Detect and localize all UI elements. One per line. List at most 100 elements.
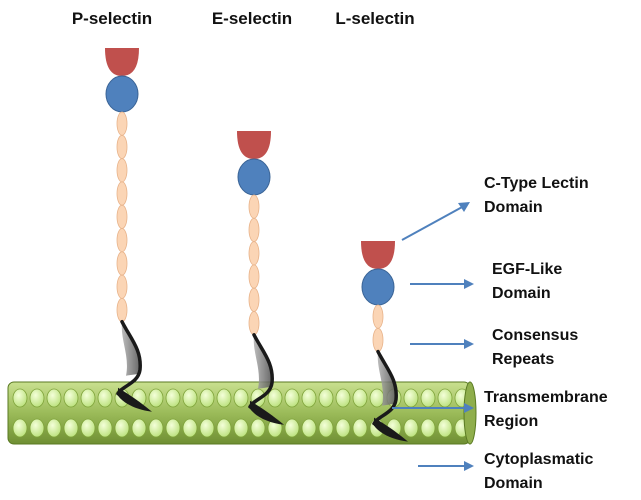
consensus-repeat xyxy=(116,228,128,253)
arrow-egf-head xyxy=(464,279,474,289)
lipid-head xyxy=(250,418,266,438)
lipid-head xyxy=(199,418,215,438)
lipid-head xyxy=(182,418,198,438)
lipid-head xyxy=(46,388,62,408)
title-l-selectin: L-selectin xyxy=(335,9,414,28)
annotation-arrows xyxy=(392,202,474,471)
lipid-head xyxy=(352,418,368,438)
lectin-domain xyxy=(237,131,271,159)
lipid-head xyxy=(352,388,368,408)
consensus-repeat xyxy=(116,111,128,136)
transmembrane-region xyxy=(253,334,273,389)
lipid-head xyxy=(63,418,79,438)
lipid-head xyxy=(267,388,283,408)
lipid-head xyxy=(216,388,232,408)
label-lectin-line1: C-Type Lectin xyxy=(484,175,589,192)
lipid-head xyxy=(80,388,96,408)
lipid-head xyxy=(301,388,317,408)
lipid-head xyxy=(199,388,215,408)
cytoplasmatic-domain xyxy=(118,387,152,412)
arrow-lectin-head xyxy=(458,202,470,212)
lipid-head xyxy=(114,418,130,438)
transmembrane-strand xyxy=(116,319,142,396)
consensus-repeat xyxy=(248,194,260,219)
transmembrane-strand xyxy=(372,349,398,426)
cell-membrane xyxy=(7,381,477,445)
lipid-head xyxy=(131,418,147,438)
membrane-end-cap xyxy=(463,381,477,445)
selectin-e-selectin xyxy=(237,131,284,425)
egf-domain xyxy=(361,268,395,306)
consensus-repeat xyxy=(116,297,128,323)
lipid-head xyxy=(284,418,300,438)
consensus-repeat xyxy=(248,311,260,336)
selectin-l-selectin xyxy=(361,241,408,442)
label-cytoplasmatic-line1: Cytoplasmatic xyxy=(484,451,593,468)
label-transmembrane-line1: Transmembrane xyxy=(484,389,608,406)
lipid-head xyxy=(233,388,249,408)
annotation-labels: C-Type Lectin Domain EGF-Like Domain Con… xyxy=(484,175,608,492)
lipid-head xyxy=(97,418,113,438)
transmembrane-strand xyxy=(248,333,274,409)
consensus-repeat xyxy=(248,217,260,243)
lipid-head xyxy=(437,388,453,408)
lipid-head xyxy=(148,418,164,438)
selectin-molecules xyxy=(105,48,408,442)
arrow-lectin xyxy=(401,205,465,241)
lipid-head xyxy=(335,418,351,438)
arrow-consensus-head xyxy=(464,339,474,349)
lipid-head xyxy=(97,388,113,408)
arrow-transmembrane-head xyxy=(464,403,474,413)
transmembrane-region xyxy=(121,321,141,376)
selectin-p-selectin xyxy=(105,48,152,412)
lipid-head xyxy=(369,388,385,408)
consensus-repeat xyxy=(248,264,260,289)
lipid-head xyxy=(29,388,45,408)
lipid-head xyxy=(148,388,164,408)
lipid-head xyxy=(165,388,181,408)
label-transmembrane-line2: Region xyxy=(484,413,538,430)
consensus-repeat xyxy=(372,304,384,329)
label-consensus-line1: Consensus xyxy=(492,327,578,344)
lipid-head xyxy=(29,418,45,438)
consensus-repeat xyxy=(116,204,128,229)
consensus-repeat xyxy=(116,134,128,160)
cytoplasmatic-domain xyxy=(250,400,284,425)
lectin-domain xyxy=(361,241,395,269)
lipid-head xyxy=(318,418,334,438)
label-cytoplasmatic-line2: Domain xyxy=(484,475,543,492)
egf-domain xyxy=(105,75,139,113)
lipid-head xyxy=(63,388,79,408)
label-lectin-line2: Domain xyxy=(484,199,543,216)
lectin-domain xyxy=(105,48,139,76)
cytoplasmatic-domain xyxy=(374,417,408,442)
lipid-head xyxy=(420,388,436,408)
arrow-cytoplasmatic-head xyxy=(464,461,474,471)
consensus-repeat xyxy=(116,158,128,183)
consensus-repeat xyxy=(116,181,128,206)
label-consensus-line2: Repeats xyxy=(492,351,554,368)
lipid-head xyxy=(12,418,28,438)
transmembrane-region xyxy=(377,351,397,406)
lipid-head xyxy=(182,388,198,408)
consensus-repeat xyxy=(116,274,128,299)
lipid-head xyxy=(12,388,28,408)
lipid-head xyxy=(216,418,232,438)
lipid-head xyxy=(284,388,300,408)
label-egf-line2: Domain xyxy=(492,285,551,302)
title-p-selectin: P-selectin xyxy=(72,9,152,28)
lipid-head xyxy=(420,418,436,438)
consensus-repeat xyxy=(116,251,128,276)
lipid-head xyxy=(335,388,351,408)
lipid-head xyxy=(165,418,181,438)
lipid-head xyxy=(403,388,419,408)
label-egf-line1: EGF-Like xyxy=(492,261,562,278)
egf-domain xyxy=(237,158,271,196)
lipid-heads xyxy=(12,388,470,438)
lipid-head xyxy=(46,418,62,438)
lipid-head xyxy=(233,418,249,438)
lipid-head xyxy=(403,418,419,438)
consensus-repeat xyxy=(248,241,260,266)
